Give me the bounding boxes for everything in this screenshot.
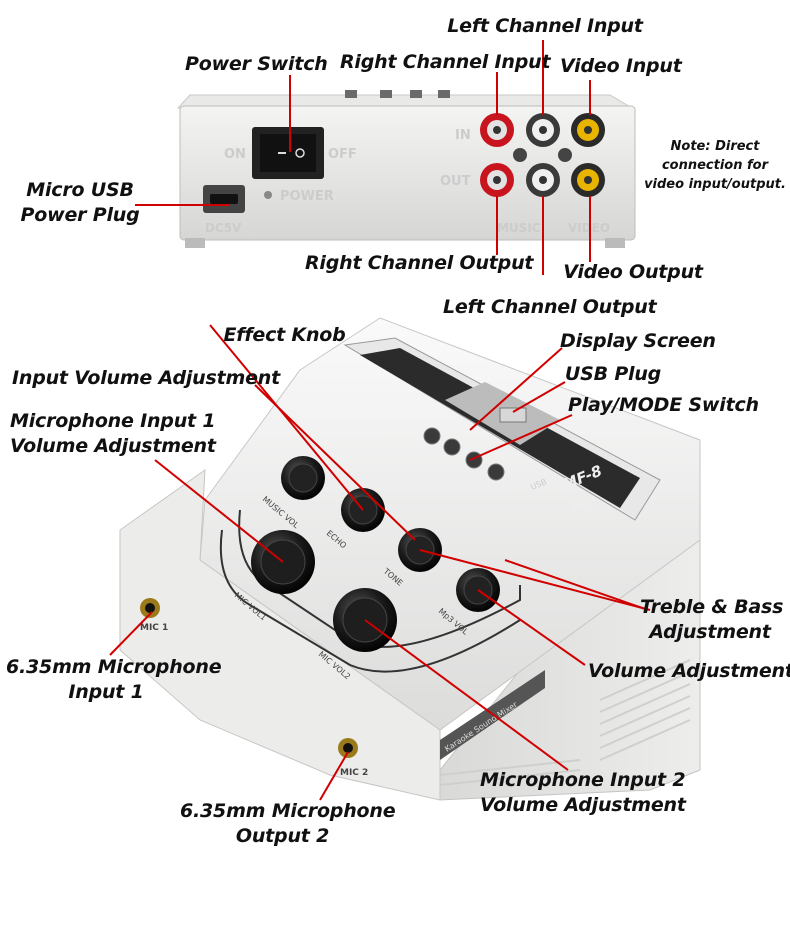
out-label: OUT <box>440 174 471 189</box>
callout-mic1-jack: 6.35mm Microphone Input 1 <box>6 655 222 705</box>
callout-power-switch: Power Switch <box>185 53 328 75</box>
note-line-1: Note: Direct <box>670 139 760 154</box>
callout-video-input: Video Input <box>560 55 682 77</box>
callout-mic2-volume: Microphone Input 2 Volume Adjustment <box>480 768 686 818</box>
off-label: OFF <box>328 147 357 162</box>
callout-micro-usb: Micro USB Power Plug <box>20 178 140 228</box>
callout-treble-bass: Treble & Bass Adjustment <box>640 595 784 645</box>
mic2-jack <box>338 738 358 758</box>
knob-music-vol <box>281 456 325 500</box>
callout-right-channel-output: Right Channel Output <box>305 252 534 274</box>
treble-bass-line-2: Adjustment <box>649 621 771 643</box>
rca-video-out <box>571 163 605 197</box>
callout-usb-plug: USB Plug <box>564 363 662 385</box>
power-label: POWER <box>280 189 334 204</box>
callout-effect-knob: Effect Knob <box>223 324 346 346</box>
rca-right-in <box>480 113 514 147</box>
callout-display-screen: Display Screen <box>560 330 716 352</box>
usb-slot <box>499 407 527 423</box>
callout-play-mode: Play/MODE Switch <box>568 394 759 416</box>
music-label: MUSIC <box>497 221 541 235</box>
mic2-volume-line-1: Microphone Input 2 <box>480 769 686 791</box>
in-label: IN <box>455 128 471 143</box>
callout-mic1-volume: Microphone Input 1 Volume Adjustment <box>10 409 220 459</box>
mic1-volume-line-2: Volume Adjustment <box>10 435 216 457</box>
leader-lines <box>109 40 651 801</box>
note-line-2: connection for <box>661 158 769 173</box>
micro-usb-line-1: Micro USB <box>26 179 134 201</box>
callout-left-channel-input: Left Channel Input <box>447 15 643 37</box>
callout-input-volume: Input Volume Adjustment <box>12 367 280 389</box>
mic1-volume-line-1: Microphone Input 1 <box>10 410 216 432</box>
mic2-label: MIC 2 <box>340 768 368 778</box>
micro-usb-line-2: Power Plug <box>20 204 140 226</box>
mic1-label: MIC 1 <box>140 623 168 633</box>
mic2-jack-line-1: 6.35mm Microphone <box>180 800 396 822</box>
mic1-jack-line-2: Input 1 <box>68 681 144 703</box>
callout-note: Note: Direct connection for video input/… <box>640 137 790 194</box>
back-panel-view: ON OFF DC5V POWER IN OUT MUSIC VIDEO <box>176 90 636 248</box>
rca-left-in <box>526 113 560 147</box>
callout-volume-adjustment: Volume Adjustment <box>588 660 790 682</box>
dc5v-label: DC5V <box>205 221 242 235</box>
mic1-jack-line-1: 6.35mm Microphone <box>6 656 222 678</box>
mic2-volume-line-2: Volume Adjustment <box>480 794 686 816</box>
rca-left-out <box>526 163 560 197</box>
treble-bass-line-1: Treble & Bass <box>640 596 784 618</box>
callout-left-channel-output: Left Channel Output <box>443 296 657 318</box>
callout-mic2-jack: 6.35mm Microphone Output 2 <box>180 799 396 849</box>
on-label: ON <box>224 147 246 162</box>
rca-video-in <box>571 113 605 147</box>
callout-video-output: Video Output <box>563 261 703 283</box>
rca-right-out <box>480 163 514 197</box>
note-line-3: video input/output. <box>644 177 786 192</box>
callout-right-channel-input: Right Channel Input <box>340 51 551 73</box>
mic2-jack-line-2: Output 2 <box>235 825 330 847</box>
mic1-jack <box>140 598 160 618</box>
